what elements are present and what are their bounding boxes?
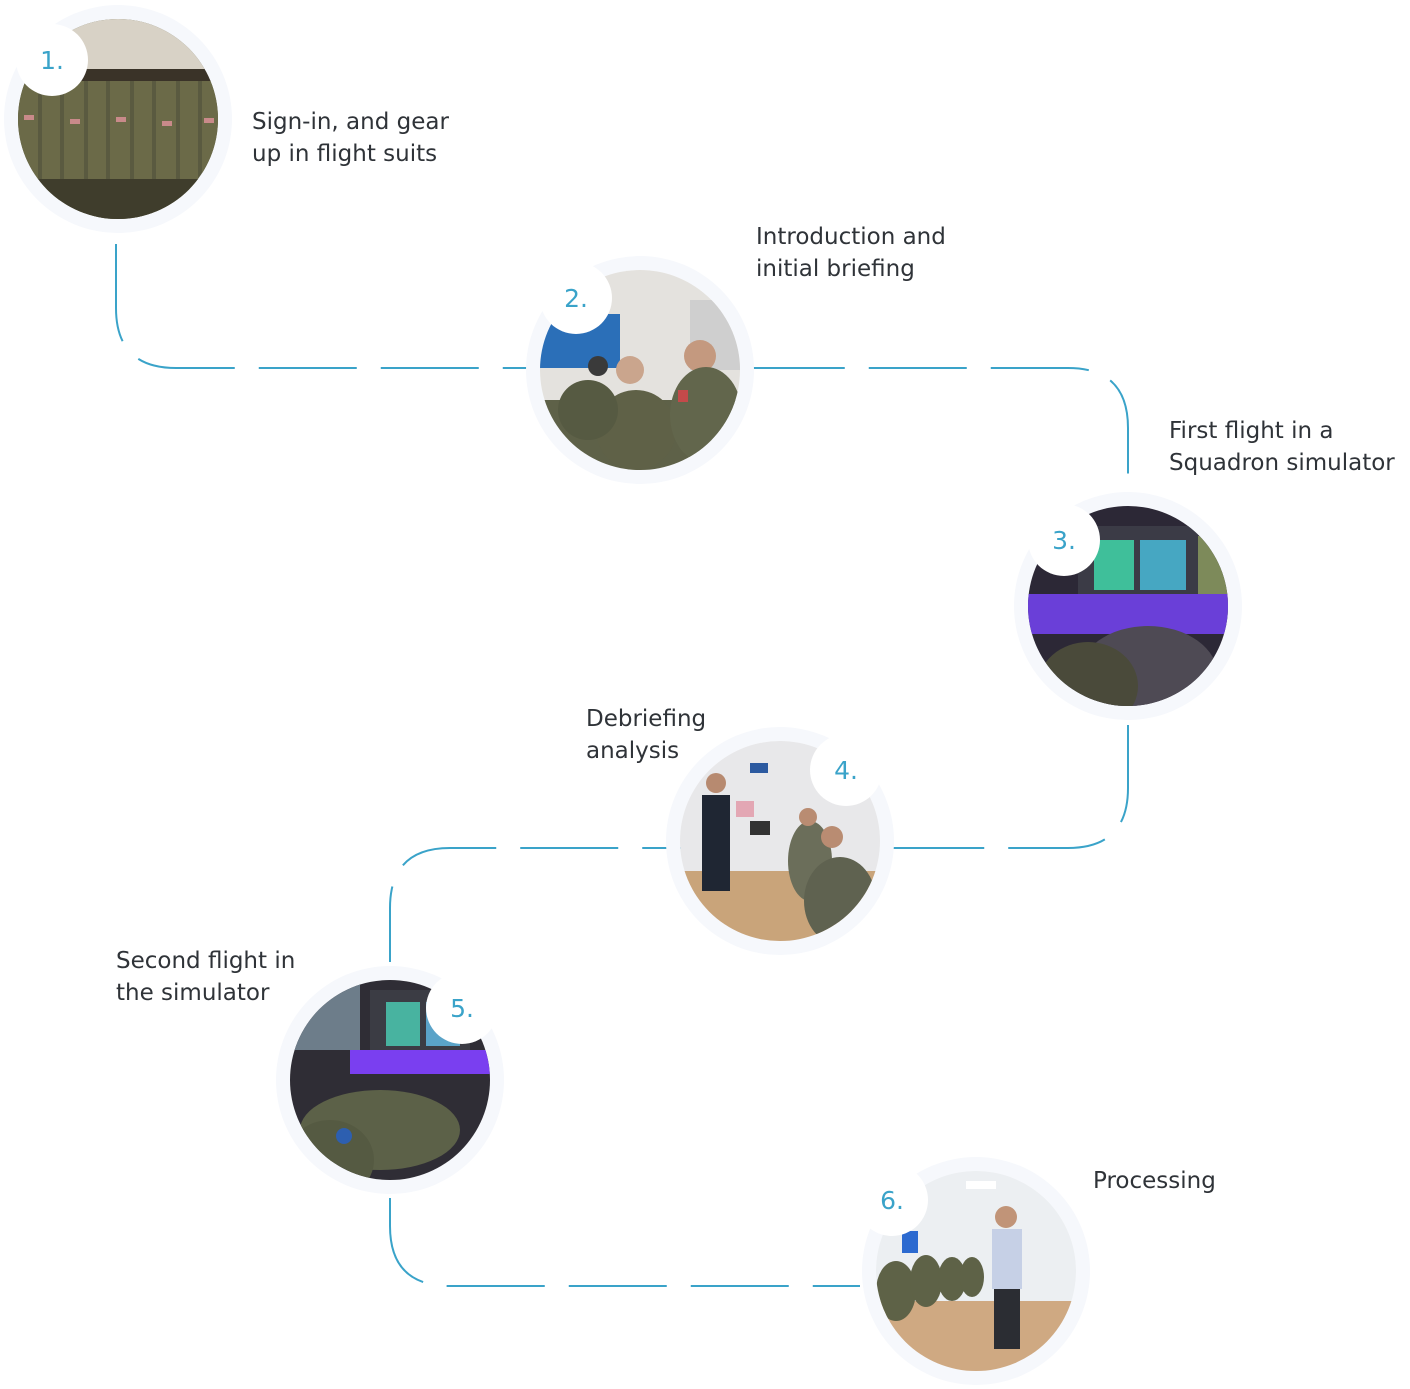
step-3-badge: 3. (1028, 504, 1100, 576)
step-3-label: First flight in a Squadron simulator (1169, 415, 1410, 479)
debriefing-room-photo (680, 741, 880, 941)
processing-session-photo (876, 1171, 1076, 1371)
step-5-badge: 5. (426, 972, 498, 1044)
step-1-label-line1: Sign-in, and gear (252, 109, 449, 135)
step-3-label-line2: Squadron simulator (1169, 450, 1395, 476)
step-3-label-line1: First flight in a (1169, 418, 1334, 444)
timeline-connector (389, 725, 1129, 962)
step-2-label-line1: Introduction and (756, 224, 946, 250)
step-5-label: Second flight in the simulator (116, 945, 376, 1009)
simulator-cockpit-photo (1028, 506, 1228, 706)
timeline-connector (389, 1198, 860, 1287)
step-2-label: Introduction and initial briefing (756, 221, 1016, 285)
step-6-badge: 6. (856, 1164, 928, 1236)
timeline-connector (115, 244, 1129, 488)
step-4-photo (680, 741, 880, 941)
step-3-photo (1028, 506, 1228, 706)
step-4-label-line2: analysis (586, 738, 680, 764)
step-1-label-line2: up in flight suits (252, 141, 438, 167)
step-6-photo (876, 1171, 1076, 1371)
step-1-badge: 1. (16, 24, 88, 96)
step-2-label-line2: initial briefing (756, 256, 915, 282)
step-5-label-line2: the simulator (116, 980, 270, 1006)
step-5-label-line1: Second flight in (116, 948, 296, 974)
step-1-label: Sign-in, and gear up in flight suits (252, 106, 512, 170)
step-4-badge: 4. (810, 734, 882, 806)
step-6-label: Processing (1093, 1165, 1353, 1197)
step-4-label-line1: Debriefing (586, 706, 707, 732)
step-2-badge: 2. (540, 262, 612, 334)
step-6-label-line1: Processing (1093, 1168, 1216, 1194)
step-4-label: Debriefing analysis (586, 703, 846, 767)
